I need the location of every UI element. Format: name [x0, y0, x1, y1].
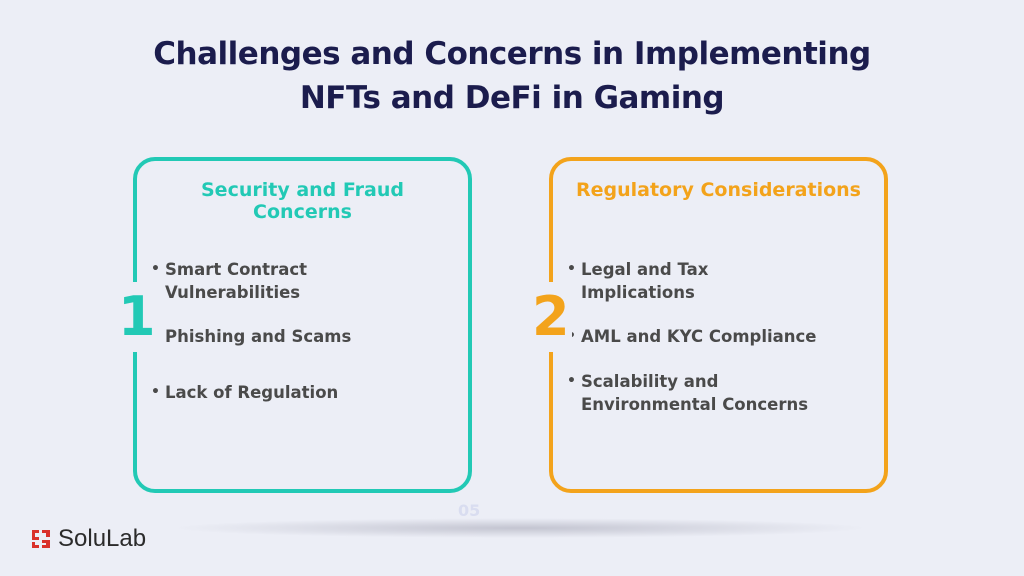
card-title-line-2: Concerns: [253, 201, 352, 223]
card-title: Regulatory Considerations: [553, 179, 884, 201]
item-line-1: Lack of Regulation: [165, 383, 339, 402]
bullet-icon: •: [567, 261, 576, 277]
bullet-icon: •: [151, 384, 160, 400]
card-title-line-1: Security and Fraud: [201, 179, 404, 201]
brand-logo[interactable]: SoluLab: [30, 524, 146, 554]
platform-shadow: [170, 518, 870, 538]
item-line-2: Environmental Concerns: [581, 395, 809, 414]
solulab-logo-icon: [32, 530, 50, 548]
list-item: • Smart Contract Vulnerabilities: [151, 258, 475, 304]
list-item: • Legal and Tax Implications: [567, 258, 891, 304]
bullet-icon: •: [151, 261, 160, 277]
title-line-1: Challenges and Concerns in Implementing: [153, 36, 871, 72]
list-item: • Lack of Regulation: [151, 381, 475, 404]
list-item: • AML and KYC Compliance: [567, 325, 891, 348]
item-line-1: Legal and Tax: [581, 260, 709, 279]
faint-label-05: 05: [458, 501, 481, 520]
item-line-1: Scalability and: [581, 372, 719, 391]
item-line-1: Phishing and Scams: [165, 327, 352, 346]
card-title-line-1: Regulatory Considerations: [576, 179, 861, 201]
title-line-2: NFTs and DeFi in Gaming: [299, 80, 725, 116]
brand-name: SoluLab: [58, 525, 147, 552]
list-item: • Phishing and Scams: [151, 325, 475, 348]
page-title: Challenges and Concerns in Implementing …: [0, 32, 1024, 120]
item-line-2: Implications: [581, 283, 695, 302]
list-item: • Scalability and Environmental Concerns: [567, 370, 891, 416]
item-line-1: Smart Contract: [165, 260, 307, 279]
card-title: Security and Fraud Concerns: [137, 179, 468, 223]
card-number-2: 2: [530, 282, 572, 352]
item-line-2: Vulnerabilities: [165, 283, 301, 302]
card-regulatory: Regulatory Considerations • Legal and Ta…: [549, 157, 888, 493]
card-number-1: 1: [116, 282, 158, 352]
card-security-fraud: Security and Fraud Concerns • Smart Cont…: [133, 157, 472, 493]
item-line-1: AML and KYC Compliance: [581, 327, 817, 346]
bullet-icon: •: [567, 373, 576, 389]
